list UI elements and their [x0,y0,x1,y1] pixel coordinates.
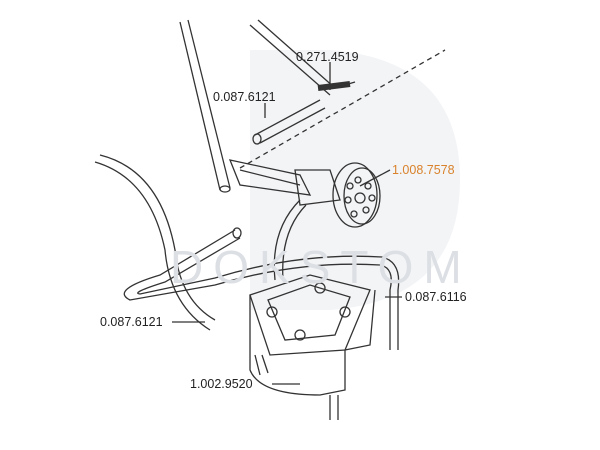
part-label-0-087-6121-top[interactable]: 0.087.6121 [213,90,276,104]
pump-base [249,274,376,420]
tube-top [249,19,356,96]
tube-0-087-6121 [252,99,326,145]
part-label-0-087-6121-left[interactable]: 0.087.6121 [100,315,163,329]
axis-dashed-line [239,49,446,169]
filter-housing [228,159,381,228]
tube-long-left [179,19,231,193]
part-label-0-087-6116[interactable]: 0.087.6116 [405,290,467,304]
leader-line [359,169,391,187]
part-label-1-002-9520[interactable]: 1.002.9520 [190,377,253,391]
part-label-0-271-4519[interactable]: 0.271.4519 [296,50,359,64]
hose-loop [94,154,400,350]
part-label-1-008-7578[interactable]: 1.008.7578 [392,163,455,177]
